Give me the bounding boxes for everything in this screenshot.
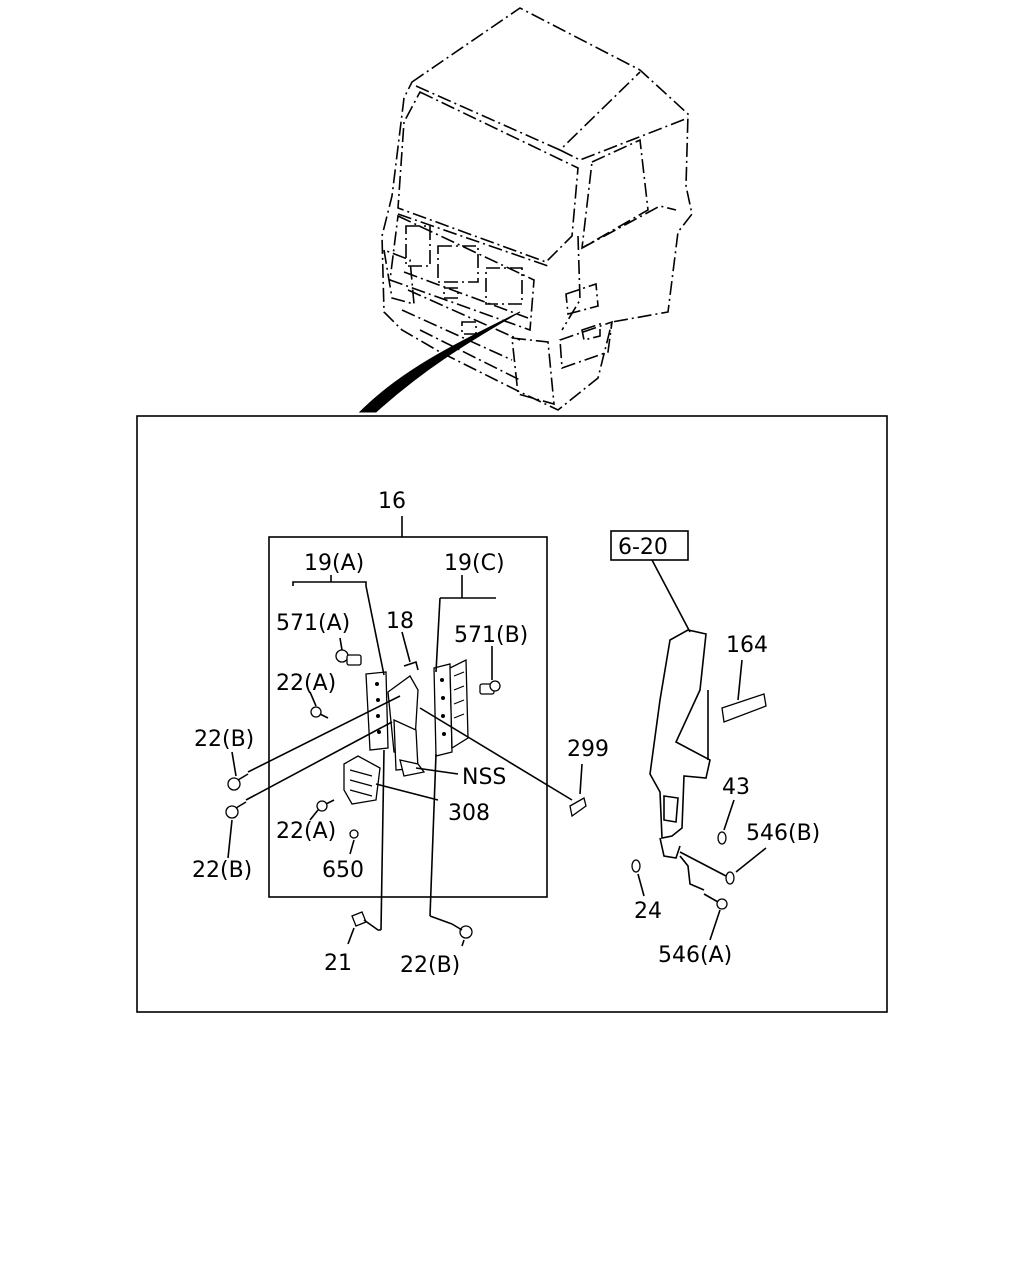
label-22b-left-bottom: 22(B) — [192, 858, 252, 883]
clip-571b — [479, 680, 501, 695]
label-299: 299 — [567, 737, 609, 762]
label-18: 18 — [386, 609, 414, 634]
label-22a-upper: 22(A) — [276, 671, 336, 696]
screw-22a-upper — [310, 706, 329, 719]
ref-6-20-box — [610, 530, 689, 561]
label-164: 164 — [726, 633, 768, 658]
label-650: 650 — [322, 858, 364, 883]
label-43: 43 — [722, 775, 750, 800]
clip-571a — [335, 649, 362, 666]
label-546b: 546(B) — [746, 821, 820, 846]
group-16-box — [268, 536, 548, 898]
screw-22b-left-bottom — [225, 801, 247, 819]
label-22b-left-top: 22(B) — [194, 727, 254, 752]
screw-22a-lower — [316, 799, 335, 812]
cover-308 — [343, 755, 381, 805]
strip-164 — [721, 693, 767, 723]
label-24: 24 — [634, 899, 662, 924]
clip-21 — [351, 911, 367, 927]
detail-frame — [136, 415, 888, 1013]
label-19c: 19(C) — [444, 551, 505, 576]
label-19a: 19(A) — [304, 551, 364, 576]
truck-cab-illustration — [358, 7, 693, 413]
label-nss: NSS — [462, 765, 506, 790]
label-546a: 546(A) — [658, 943, 732, 968]
corner-pillar-left — [365, 671, 426, 777]
label-22b-bottom: 22(B) — [400, 953, 460, 978]
label-571a: 571(A) — [276, 611, 350, 636]
screw-546a — [703, 893, 728, 910]
label-571b: 571(B) — [454, 623, 528, 648]
label-308: 308 — [448, 801, 490, 826]
screw-22b-bottom — [451, 923, 473, 939]
label-6-20: 6-20 — [618, 535, 668, 560]
corner-pillar-right — [433, 658, 469, 757]
screw-22b-left-top — [227, 773, 249, 791]
label-21: 21 — [324, 951, 352, 976]
label-16: 16 — [378, 489, 406, 514]
rear-pillar-panel — [649, 629, 711, 891]
label-22a-lower: 22(A) — [276, 819, 336, 844]
